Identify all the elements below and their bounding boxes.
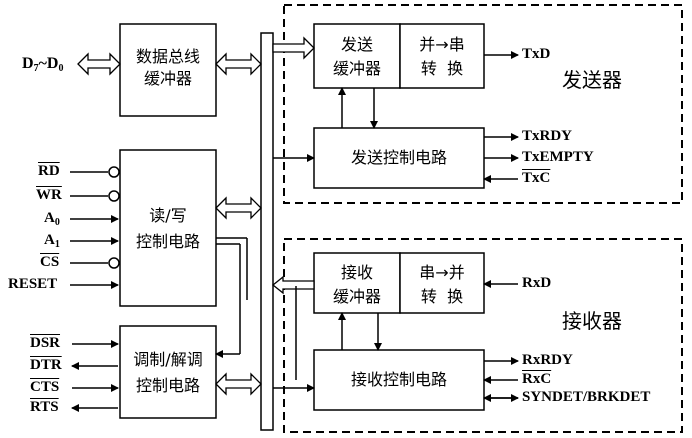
a0-signal: A0 <box>44 211 60 228</box>
rx-control-text: 接收控制电路 <box>350 370 447 389</box>
dsr-signal: DSR <box>30 335 61 351</box>
transmitter-title: 发送器 <box>562 68 622 92</box>
p2s-box <box>399 23 485 89</box>
p2s-line2: 转 换 <box>420 59 464 78</box>
a0-sub: 0 <box>54 217 60 228</box>
cs-bubble <box>108 257 120 269</box>
p2s-line1: 并→串 <box>419 35 465 54</box>
transmitter-frame <box>283 4 683 204</box>
s2p-line2: 转 换 <box>420 287 464 306</box>
data-bus-buffer-line1: 数据总线 <box>135 47 200 66</box>
d-lo: 0 <box>58 63 64 74</box>
rxd-signal: RxD <box>522 275 552 291</box>
cs-signal: CS <box>40 254 60 270</box>
rx-buffer-line2: 缓冲器 <box>332 287 381 306</box>
tx-buffer-line1: 发送 <box>340 35 373 54</box>
s2p-box <box>399 252 485 314</box>
data-bus-buffer-label: 数据总线 缓冲器 <box>120 46 216 90</box>
s2p-label: 串→并 转 换 <box>400 261 484 309</box>
dtr-signal: DTR <box>30 357 62 373</box>
d-hi: 7 <box>33 63 39 74</box>
rw-control-line1: 读/写 <box>149 206 187 225</box>
tx-control-label: 发送控制电路 <box>314 150 484 166</box>
rd-bubble <box>108 166 120 178</box>
rx-buffer-label: 接收 缓冲器 <box>314 261 400 309</box>
d-sep: ~D <box>38 55 59 72</box>
d-prefix: D <box>22 55 34 72</box>
reset-signal: RESET <box>8 276 58 292</box>
txempty-signal: TxEMPTY <box>522 149 594 165</box>
bus-arrow-bus-tx <box>272 36 315 60</box>
modem-control-line1: 调制/解调 <box>133 350 203 369</box>
data-bus-buffer-box <box>119 23 217 117</box>
s2p-line1: 串→并 <box>419 263 465 282</box>
rts-signal: RTS <box>30 399 59 415</box>
tx-buffer-line2: 缓冲器 <box>332 59 381 78</box>
modem-control-label: 调制/解调 控制电路 <box>120 347 216 399</box>
receiver-title: 接收器 <box>562 309 622 333</box>
rw-control-box <box>119 149 217 307</box>
modem-control-line2: 控制电路 <box>135 376 200 395</box>
txc-signal: TxC <box>522 170 551 186</box>
a1-sub: 1 <box>54 239 60 250</box>
bus-arrow-modem-bus <box>215 372 262 396</box>
p2s-label: 并→串 转 换 <box>400 33 484 81</box>
cts-signal: CTS <box>30 379 60 395</box>
bus-arrow-d0d7 <box>77 52 121 76</box>
internal-bus <box>260 32 274 431</box>
rd-signal: RD <box>38 163 60 179</box>
rx-buffer-line1: 接收 <box>340 263 373 282</box>
a0-letter: A <box>44 210 55 226</box>
a1-signal: A1 <box>44 233 60 250</box>
rxrdy-signal: RxRDY <box>522 352 573 368</box>
receiver-frame <box>283 238 683 433</box>
wr-signal: WR <box>36 187 62 203</box>
rw-control-label: 读/写 控制电路 <box>120 203 216 255</box>
rx-control-label: 接收控制电路 <box>314 372 484 388</box>
data-bus-buffer-line2: 缓冲器 <box>143 69 192 88</box>
rw-control-line2: 控制电路 <box>135 232 200 251</box>
bus-arrow-buffer-bus <box>215 52 262 76</box>
a1-letter: A <box>44 232 55 248</box>
txd-signal: TxD <box>522 46 551 62</box>
modem-control-box <box>119 325 217 419</box>
bus-arrow-rx-bus <box>271 275 315 295</box>
syndet-signal: SYNDET/BRKDET <box>522 389 651 405</box>
wr-bubble <box>108 190 120 202</box>
tx-control-text: 发送控制电路 <box>350 148 447 167</box>
txrdy-signal: TxRDY <box>522 128 573 144</box>
rx-control-box <box>313 349 485 411</box>
rxc-signal: RxC <box>522 371 552 387</box>
d0-d7-label: D7~D0 <box>22 56 63 74</box>
tx-buffer-label: 发送 缓冲器 <box>314 33 400 81</box>
bus-arrow-rw-bus <box>215 196 262 220</box>
